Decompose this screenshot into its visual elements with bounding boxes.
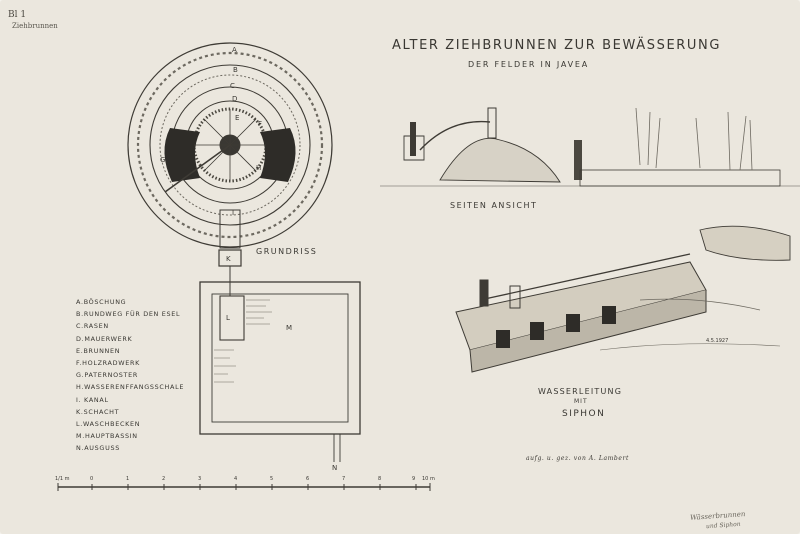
plan-masonry-right xyxy=(260,128,296,182)
plan-letter-n: N xyxy=(332,464,337,472)
scale-label: 2 xyxy=(162,476,165,482)
scale-label: 1 xyxy=(126,476,129,482)
legend-item: N.AUSGUSS xyxy=(76,444,120,453)
scale-label: 6 xyxy=(306,476,309,482)
drawing-title: ALTER ZIEHBRUNNEN ZUR BEWÄSSERUNG xyxy=(392,38,721,53)
legend-item: B.RUNDWEG FÜR DEN ESEL xyxy=(76,310,181,319)
plan-masonry-left xyxy=(164,128,200,182)
plan-outlet xyxy=(333,434,341,462)
plan-wash-basin xyxy=(219,295,245,341)
conduit-label-1: WASSERLEITUNG xyxy=(538,387,623,396)
plan-letter-e: E xyxy=(235,114,239,122)
legend-item: A.BÖSCHUNG xyxy=(76,298,127,306)
plan-letter-i: I xyxy=(232,209,234,217)
plan-letter-k: K xyxy=(226,255,231,263)
plan-letter-b: B xyxy=(233,66,238,74)
scale-label: 3 xyxy=(198,476,201,482)
side-view-drawing xyxy=(380,107,800,187)
conduit-label-3: SIPHON xyxy=(562,409,606,419)
corner-sheet-number: Bl 1 xyxy=(8,10,27,20)
plan-letter-d: D xyxy=(232,95,237,103)
scale-label: 5 xyxy=(270,476,273,482)
scale-label: 1/1 m xyxy=(55,476,70,482)
conduit-drawing xyxy=(455,225,791,373)
worker-figure xyxy=(574,140,582,180)
legend-item: M.HAUPTBASSIN xyxy=(76,432,138,441)
scale-labels: 1/1 m 0 1 2 3 4 5 6 7 8 9 10 m xyxy=(55,476,435,482)
plan-letter-m: M xyxy=(286,324,292,332)
scale-ticks xyxy=(57,483,431,491)
reeds xyxy=(635,107,753,171)
legend-item: E.BRUNNEN xyxy=(76,346,121,355)
legend-item: H.WASSERENFFANGSSCHALE xyxy=(76,383,185,392)
corner-sheet-note: Ziehbrunnen xyxy=(12,22,58,30)
legend-item: L.WASCHBECKEN xyxy=(76,420,141,429)
legend-item: K.SCHACHT xyxy=(76,407,120,416)
conduit-label-2: MIT xyxy=(574,398,588,405)
plan-letter-a: A xyxy=(232,46,237,54)
conduit-date: 4.5.1927 xyxy=(706,338,728,344)
scale-label: 9 xyxy=(412,476,415,482)
scale-label: 4 xyxy=(234,476,237,482)
legend-item: F.HOLZRADWERK xyxy=(76,359,141,368)
scale-label: 8 xyxy=(378,476,381,482)
legend-item: C.RASEN xyxy=(76,322,109,331)
plan-letter-h: H xyxy=(256,164,261,172)
side-view-label: SEITEN ANSICHT xyxy=(450,201,538,210)
plan-letter-g: G xyxy=(160,156,165,164)
legend-item: D.MAUERWERK xyxy=(76,334,133,343)
plan-letter-f: F xyxy=(258,120,262,128)
scale-label: 7 xyxy=(342,476,345,482)
donkey-figure xyxy=(410,122,416,156)
plan-letter-c: C xyxy=(230,82,235,90)
plan-channel xyxy=(219,209,241,249)
legend-item: I. KANAL xyxy=(76,395,109,404)
scale-label: 10 m xyxy=(422,476,435,482)
drawing-subtitle: DER FELDER IN JAVEA xyxy=(468,60,590,69)
author-credit: aufg. u. gez. von A. Lambert xyxy=(526,455,630,462)
plan-label: GRUNDRISS xyxy=(256,247,318,256)
plan-wheel-spokes xyxy=(164,109,266,193)
scale-label: 0 xyxy=(90,476,93,482)
legend-list: A.BÖSCHUNG B.RUNDWEG FÜR DEN ESEL C.RASE… xyxy=(76,296,184,455)
plan-letter-l: L xyxy=(226,314,230,322)
legend-item: G.PATERNOSTER xyxy=(76,371,139,380)
plan-main-basin xyxy=(199,281,361,435)
